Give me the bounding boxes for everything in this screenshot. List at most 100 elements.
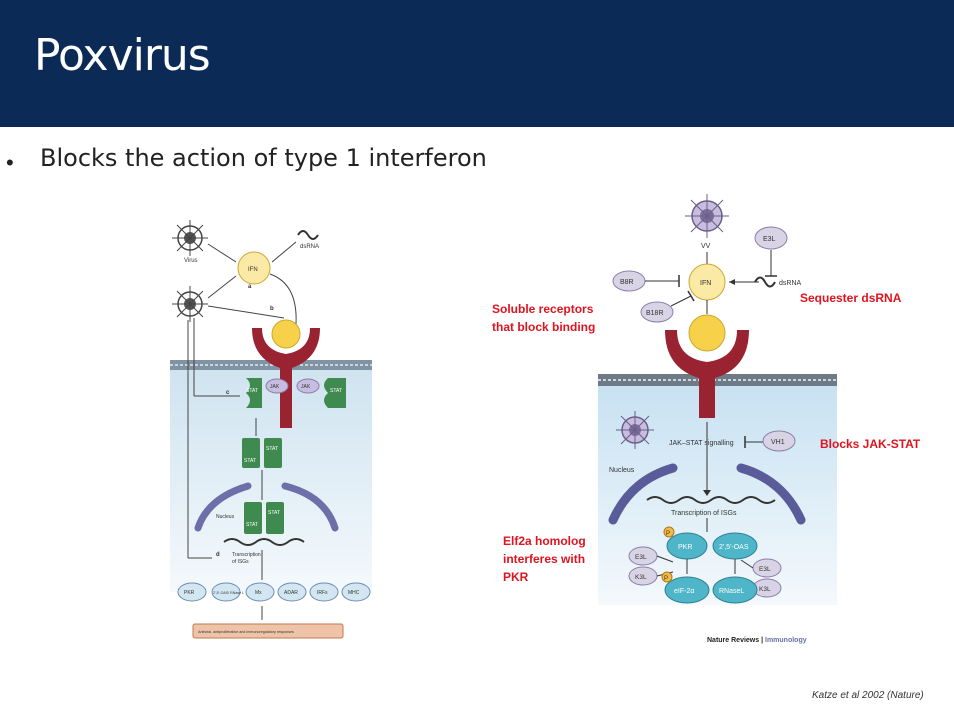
virus-label: Virus: [184, 258, 198, 264]
journal-separator: |: [759, 637, 765, 644]
dsrna-icon: [297, 230, 319, 240]
isg-irfs: [309, 582, 339, 602]
isg-adar: [277, 582, 307, 602]
eif2a-label: eIF-2α: [674, 588, 694, 595]
stat-dimer-2-label-a: STAT: [268, 510, 280, 516]
vaccinia-inner-icon: [616, 411, 654, 449]
title-bar: [0, 0, 954, 127]
annotation-jakstat: Blocks JAK-STAT: [820, 437, 921, 451]
b8r-label: B8R: [620, 279, 634, 286]
p-badge-1: [663, 526, 675, 538]
rnasel-label: RNaseL: [719, 588, 744, 595]
eif2a-node: [664, 576, 710, 604]
transcription-right-label: Transcription of ISGs: [671, 510, 737, 517]
stat-dimer-2: STAT STAT: [244, 502, 284, 534]
stat-right: [324, 378, 346, 408]
dsrna-label: dsRNA: [300, 244, 319, 250]
k3l-b-label: K3L: [759, 586, 771, 593]
ifn-right-label: IFN: [700, 280, 711, 287]
left-diagram: Virus dsRNA IFN a b JAK JAK STAT STAT c …: [170, 220, 372, 639]
isg-pkr: [177, 582, 207, 602]
ifn-label: IFN: [248, 267, 258, 273]
stat-dimer-1: STAT STAT: [242, 438, 282, 468]
isg-irfs-label: IRFs: [317, 590, 328, 596]
journal-credit: Nature Reviews | Immunology: [707, 637, 807, 644]
annotation-soluble-2: that block binding: [492, 320, 595, 334]
response-box: [192, 623, 344, 639]
label-a: a: [248, 284, 252, 290]
isg-row: PKR 2',5'-OAS/ RNase L Mx ADAR IRFs MHC: [177, 582, 371, 602]
nucleus-envelope-right-a: [608, 463, 678, 525]
e3l-b-label: E3L: [759, 566, 771, 573]
p-badge-1-label: P: [666, 531, 670, 537]
stat-label-right: STAT: [330, 388, 342, 394]
nucleus-envelope-right: [281, 482, 339, 532]
annotation-elf-3: PKR: [503, 570, 529, 584]
rnasel-node: [712, 576, 758, 604]
annotation-elf-1: Elf2a homolog: [503, 534, 586, 548]
ifn-bound: [271, 319, 301, 349]
p-badge-2-label: P: [664, 576, 668, 582]
jak-left: [265, 378, 289, 394]
vv-virus-icon: [685, 194, 729, 238]
annotation-sequester: Sequester dsRNA: [800, 291, 902, 305]
isg-adar-label: ADAR: [284, 590, 298, 596]
dsrna-right-icon: [754, 276, 776, 288]
isg-mx-label: Mx: [255, 590, 262, 596]
e3l-label-top: E3L: [763, 236, 776, 243]
isg-mx: [245, 582, 275, 602]
nucleus-envelope-left: [194, 482, 252, 532]
e3l-a-label: E3L: [635, 554, 647, 561]
annotation-elf-2: interferes with: [503, 552, 585, 566]
journal-section: Immunology: [765, 637, 807, 644]
transcription-line1: Transcription: [232, 552, 261, 558]
pkr-label: PKR: [678, 544, 692, 551]
jak-right: [296, 378, 320, 394]
ifn-circle: [237, 251, 271, 285]
annotation-soluble-1: Soluble receptors: [492, 302, 594, 316]
stat-dimer-2-label-b: STAT: [246, 522, 258, 528]
isg-oas-label: 2',5'-OAS/ RNase L: [213, 591, 244, 595]
bullet-icon: •: [6, 150, 14, 175]
e3l-node-top: [754, 226, 788, 250]
virus-icon: [172, 220, 208, 256]
stat-dimer-1-label-b: STAT: [244, 458, 256, 464]
dsrna-right-label: dsRNA: [779, 280, 802, 287]
slide-title: Poxvirus: [34, 30, 211, 81]
stat-label-left: STAT: [246, 388, 258, 394]
dna-helix: [223, 538, 305, 546]
k3l-a-label: K3L: [635, 574, 647, 581]
right-diagram: VV E3L B8R IFN dsRNA B18R JAK–STAT signa…: [598, 194, 837, 644]
label-b: b: [270, 306, 274, 312]
vv-label: VV: [701, 243, 711, 250]
b18r-node: [640, 301, 674, 323]
p-badge-2: [661, 571, 673, 583]
citation: Katze et al 2002 (Nature): [812, 690, 924, 701]
jak-label-right: JAK: [301, 384, 311, 390]
dna-helix-right: [646, 496, 776, 504]
ifn-receptor: [252, 328, 320, 428]
nucleus-label: Nucleus: [216, 514, 235, 520]
isg-mhc: [341, 582, 371, 602]
virus-icon-2: [172, 286, 208, 322]
isg-mhc-label: MHC: [348, 590, 360, 596]
isg-oas: [211, 582, 241, 602]
transcription-line2: of ISGs: [232, 559, 249, 565]
journal-name: Nature Reviews: [707, 637, 759, 644]
stat-dimer-1-label-a: STAT: [266, 446, 278, 452]
ifn-bound-right: [688, 314, 726, 352]
response-label: Antiviral, antiproliferative and immunor…: [198, 630, 294, 634]
label-c: c: [226, 390, 230, 396]
membrane-left: [170, 360, 372, 370]
isg-pkr-label: PKR: [184, 590, 195, 596]
vh1-node: [762, 430, 796, 452]
nucleus-right-label: Nucleus: [609, 467, 635, 474]
stat-left: [246, 378, 262, 408]
bullet-text: Blocks the action of type 1 interferon: [40, 144, 487, 172]
membrane-right: [598, 374, 837, 386]
label-d: d: [216, 552, 220, 558]
oas-label: 2',5'-OAS: [719, 544, 749, 551]
jak-stat-label: JAK–STAT signalling: [669, 440, 734, 447]
jak-label-left: JAK: [270, 384, 280, 390]
